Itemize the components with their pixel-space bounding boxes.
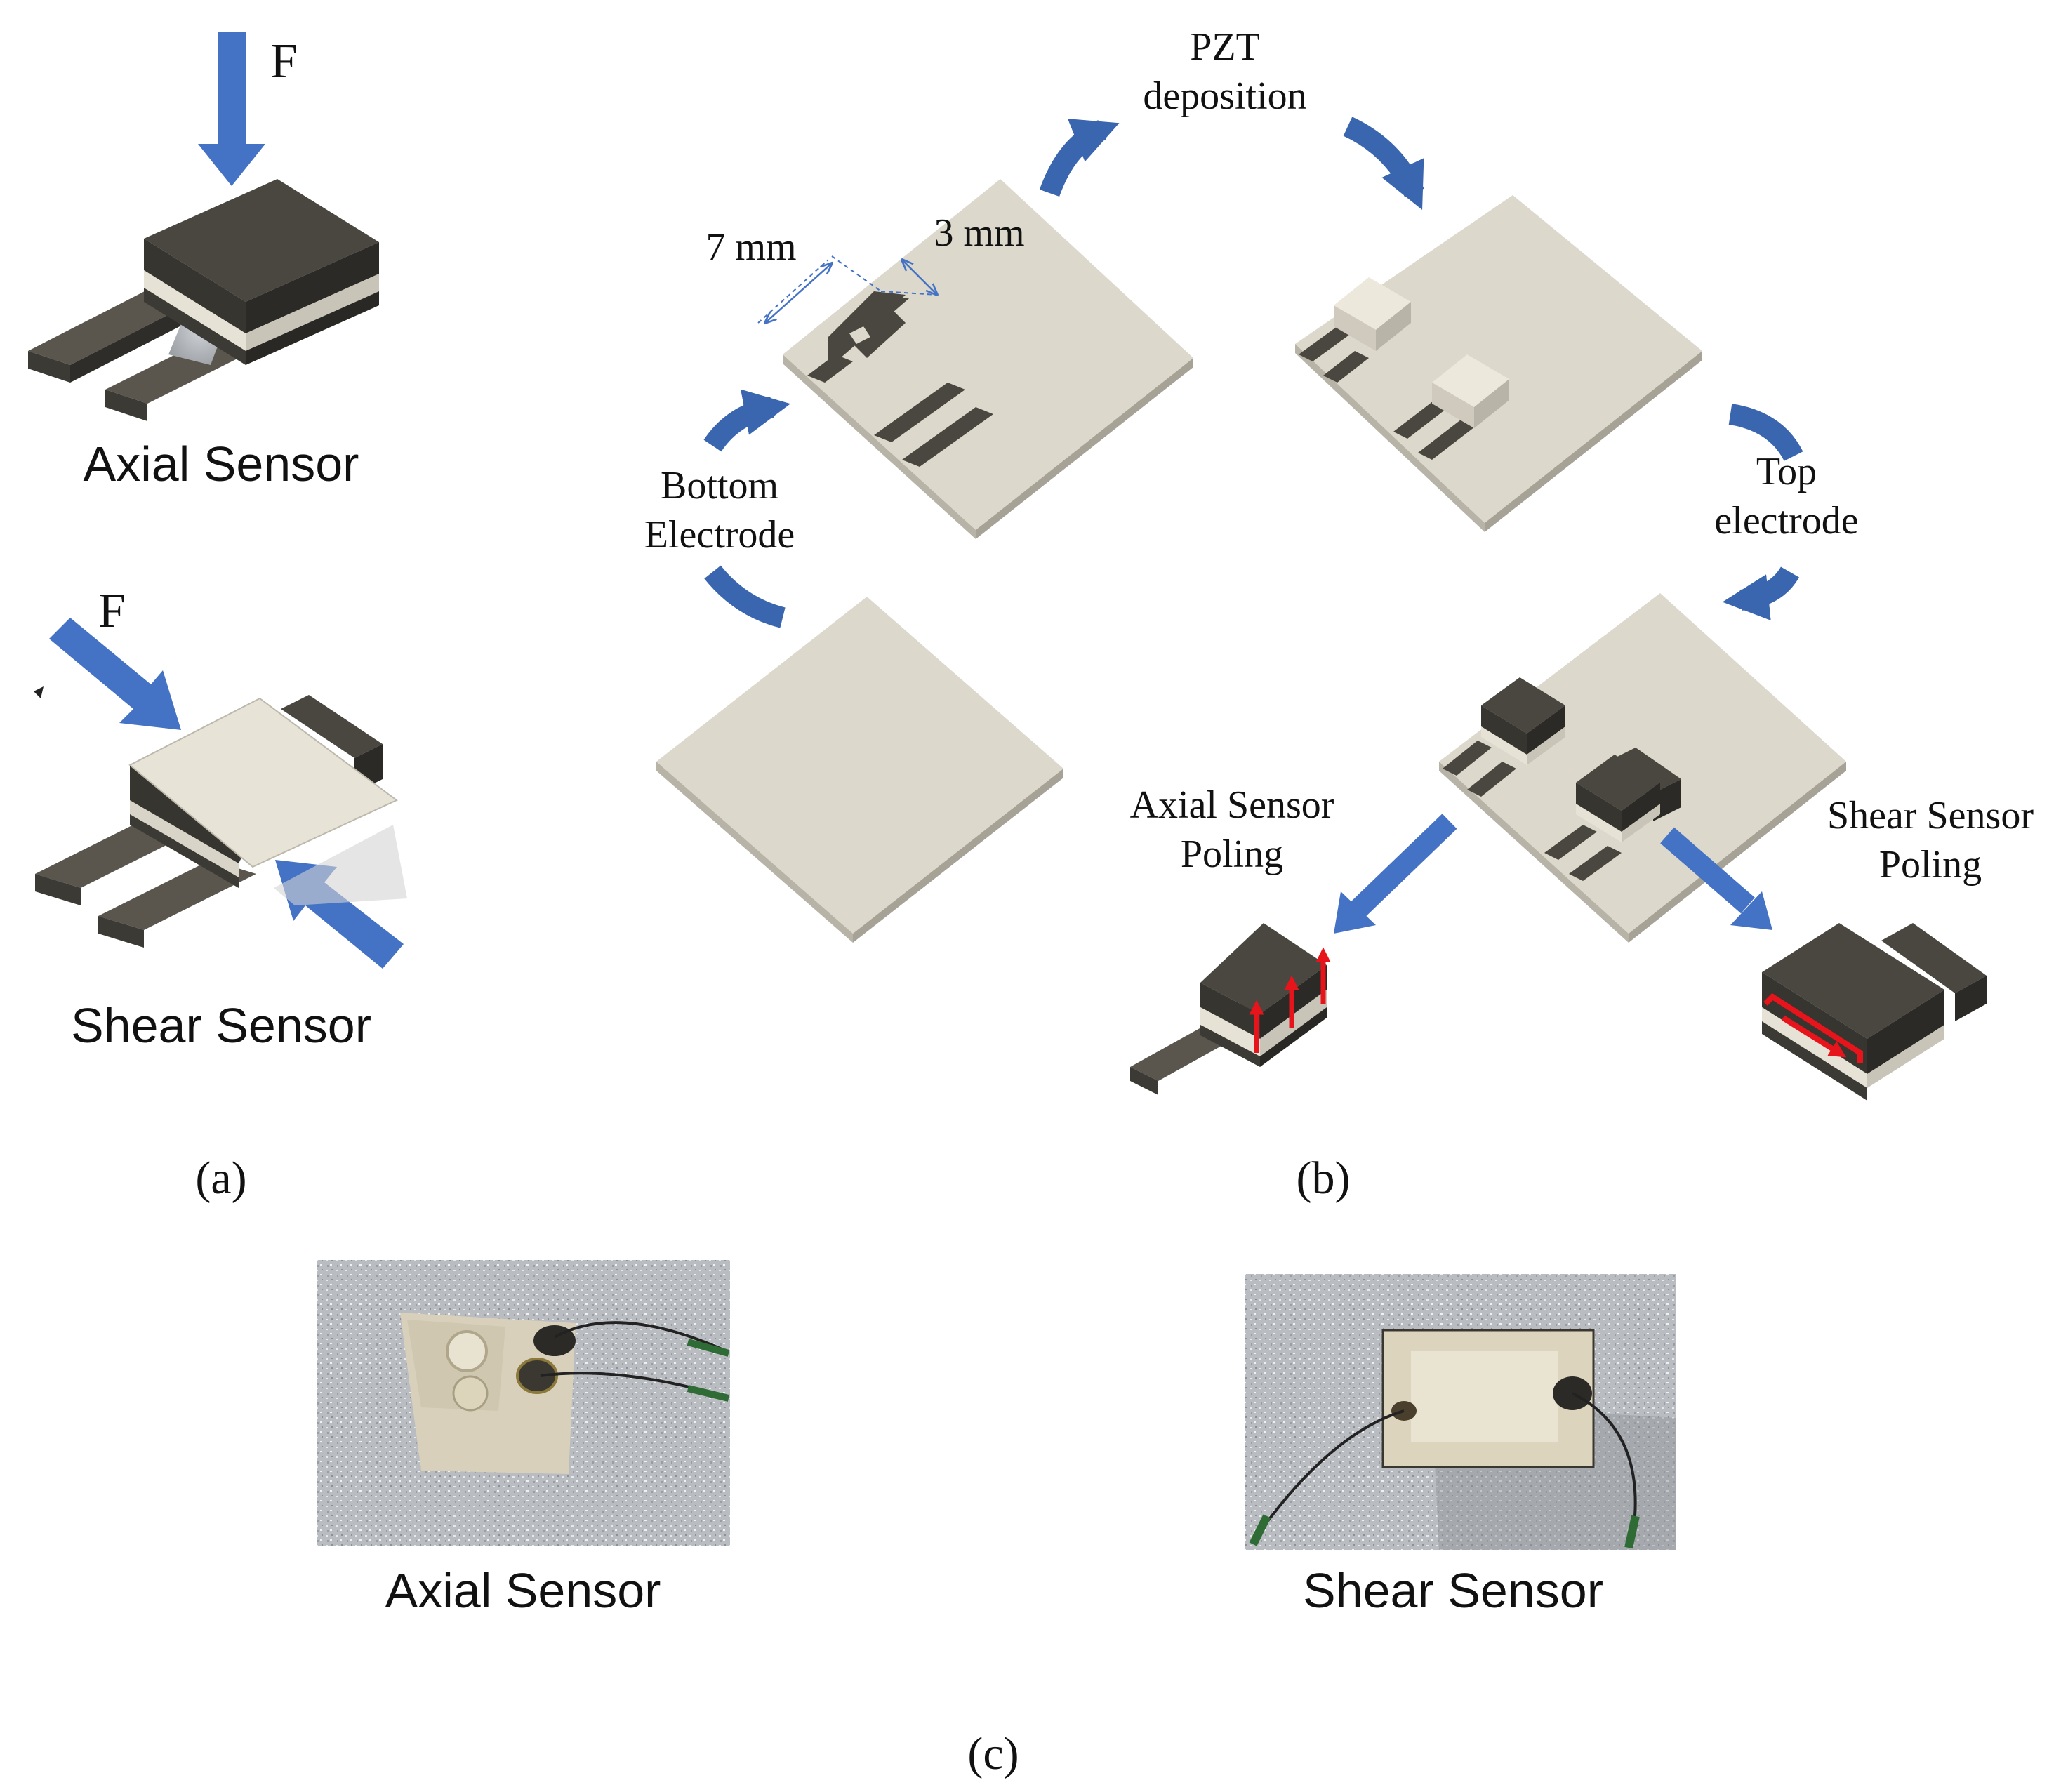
axial-sensor-model xyxy=(28,179,379,421)
curved-arrow-bottom-down xyxy=(704,565,786,628)
panel-a-label: (a) xyxy=(195,1153,246,1204)
shear-poled-sensor xyxy=(1762,923,1987,1101)
curved-arrow-bottom-up xyxy=(703,389,790,452)
axial-force-arrow xyxy=(198,32,265,186)
axial-photo-caption: Axial Sensor xyxy=(385,1563,661,1618)
bottom-electrode-line2: Electrode xyxy=(644,513,795,557)
curved-arrow-top-lower xyxy=(1722,566,1800,620)
curved-arrow-top-upper xyxy=(1728,404,1803,462)
substrate-blank xyxy=(656,597,1063,943)
dim-7mm-line xyxy=(765,263,832,323)
substrate-bottom-electrode xyxy=(783,179,1193,539)
curved-arrow-pzt-left xyxy=(1039,119,1120,197)
shear-corner-mark xyxy=(34,686,44,698)
axial-poling-arrow xyxy=(1347,814,1457,920)
shear-force-label: F xyxy=(98,584,126,638)
axial-force-label: F xyxy=(270,34,298,88)
shear-sensor-photo xyxy=(1245,1274,1676,1550)
axial-poled-sensor xyxy=(1130,923,1331,1095)
top-electrode-line1: Top xyxy=(1756,450,1817,493)
dim-3mm-label: 3 mm xyxy=(934,211,1024,255)
pzt-label-line1: PZT xyxy=(1190,25,1260,69)
panel-c-label: (c) xyxy=(967,1728,1019,1779)
bottom-electrode-line1: Bottom xyxy=(661,464,778,507)
pzt-label-line2: deposition xyxy=(1143,74,1306,118)
substrate-pzt xyxy=(1295,195,1702,532)
dim-7mm-label: 7 mm xyxy=(705,225,796,269)
shear-sensor-caption: Shear Sensor xyxy=(71,998,371,1053)
axial-sensor-photo xyxy=(317,1260,730,1546)
axial-sensor-caption: Axial Sensor xyxy=(84,437,359,491)
panel-b-label: (b) xyxy=(1297,1153,1351,1204)
shear-force-arrow-left xyxy=(49,618,181,730)
shear-poling-red-loop xyxy=(1763,993,1863,1063)
panel-c: Axial Sensor Shear Sensor (c) xyxy=(317,1260,1676,1779)
shear-poling-arrow xyxy=(1660,827,1755,914)
dimension-annotations xyxy=(757,255,937,323)
panel-b: PZT deposition Bottom Electrode Top elec… xyxy=(644,25,2034,1204)
dim-3mm-line xyxy=(902,260,937,295)
shear-photo-caption: Shear Sensor xyxy=(1303,1563,1603,1618)
top-electrode-line2: electrode xyxy=(1714,499,1858,543)
axial-poling-line2: Poling xyxy=(1181,832,1283,876)
shear-poling-line1: Shear Sensor xyxy=(1827,794,2034,837)
axial-poling-line1: Axial Sensor xyxy=(1130,783,1334,827)
panel-a: F Axial Sensor F xyxy=(28,32,407,1204)
shear-poling-line2: Poling xyxy=(1879,843,1982,887)
shear-sensor-model xyxy=(35,695,407,948)
curved-arrow-pzt-right xyxy=(1343,117,1424,210)
substrate-top-electrode xyxy=(1439,593,1846,943)
shear-poling-red-arrow xyxy=(1781,1015,1847,1058)
